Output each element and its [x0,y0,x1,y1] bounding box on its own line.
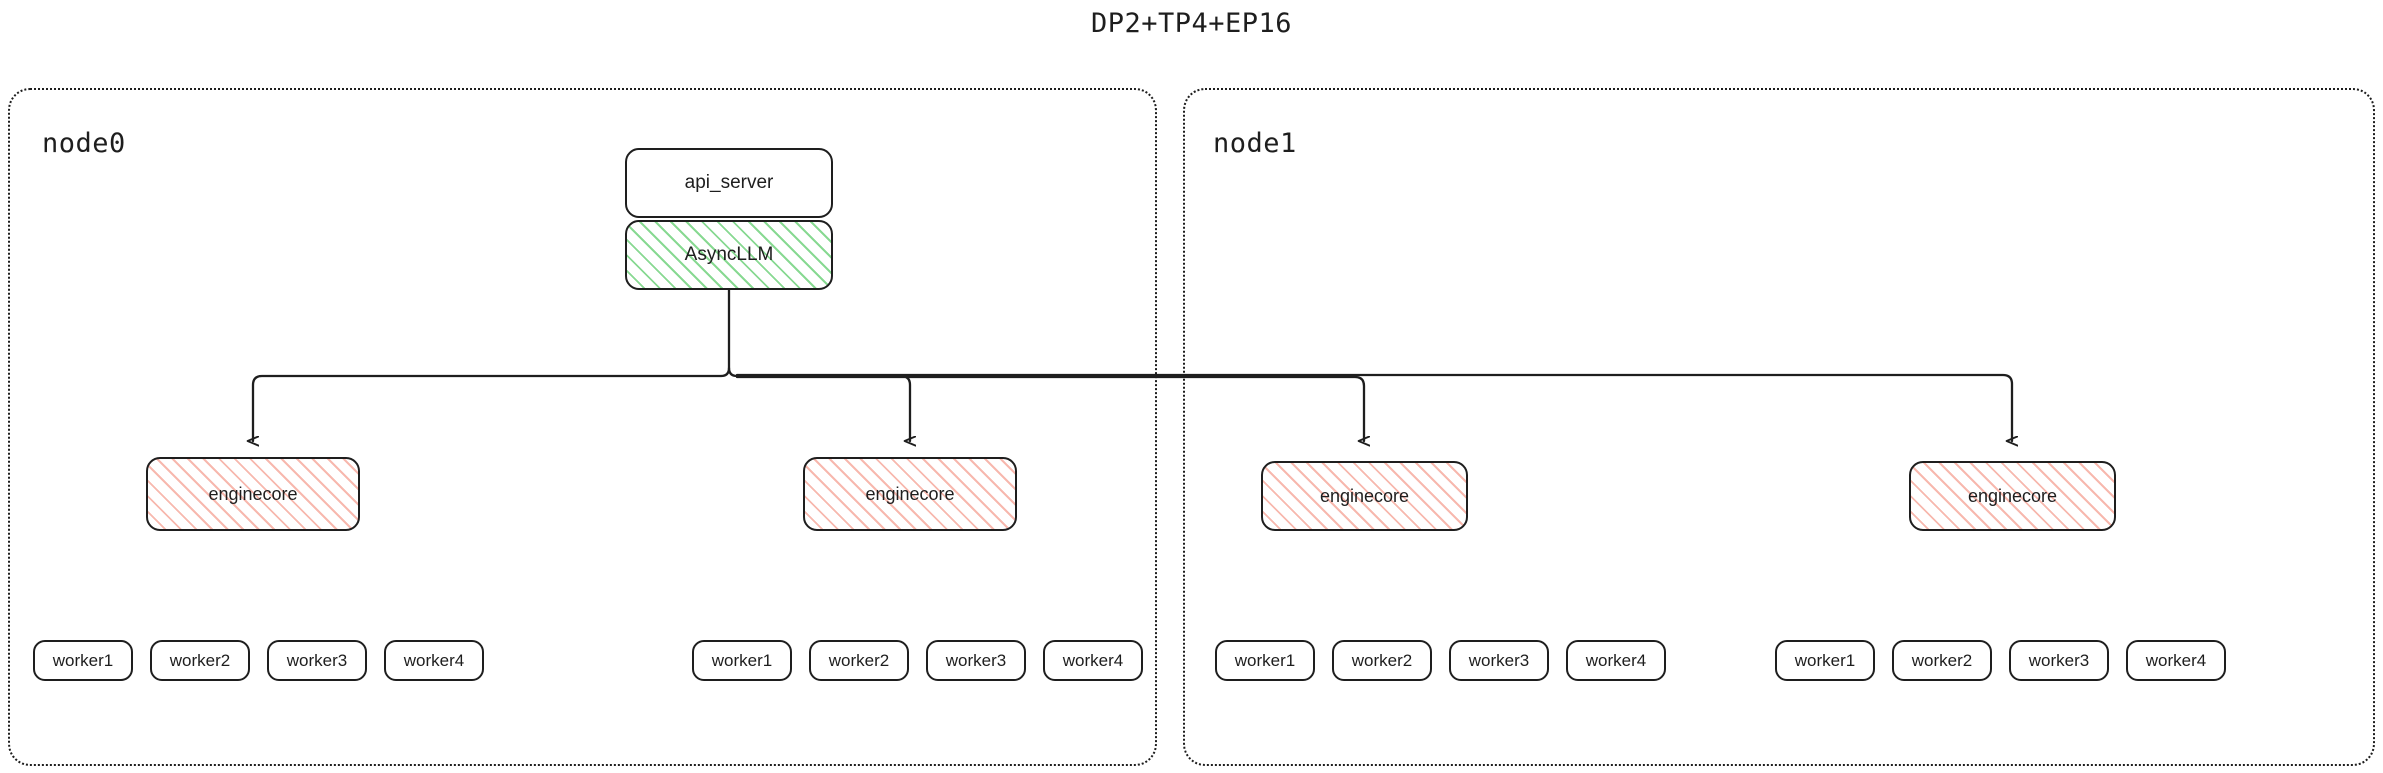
api-server-box[interactable]: api_server [625,148,833,218]
enginecore-box[interactable]: enginecore [1909,461,2116,531]
worker-box[interactable]: worker2 [809,640,909,681]
worker-box-label: worker2 [828,650,890,670]
worker-box[interactable]: worker4 [1566,640,1666,681]
worker-box-label: worker4 [1585,650,1647,670]
worker-box-label: worker1 [1234,650,1296,670]
worker-box[interactable]: worker3 [267,640,367,681]
diagram-title: DP2+TP4+EP16 [1090,8,1293,39]
enginecore-box[interactable]: enginecore [803,457,1017,531]
worker-box-label: worker1 [711,650,773,670]
node-label-node1: node1 [1213,128,1297,159]
worker-box[interactable]: worker3 [2009,640,2109,681]
enginecore-box-label: enginecore [1319,485,1410,506]
node-frame-node1 [1183,88,2375,766]
worker-box[interactable]: worker1 [1215,640,1315,681]
enginecore-box-label: enginecore [865,483,955,504]
enginecore-box-label: enginecore [208,483,298,504]
worker-box-label: worker4 [1062,650,1124,670]
enginecore-box[interactable]: enginecore [1261,461,1468,531]
worker-box-label: worker3 [2028,650,2090,670]
worker-box-label: worker2 [1911,650,1973,670]
edge-to-node1-enginecore-1 [735,373,2012,441]
worker-box[interactable]: worker1 [1775,640,1875,681]
enginecore-box[interactable]: enginecore [146,457,360,531]
edge-to-node1-enginecore-0 [735,375,1364,441]
asyncllm-box-label: AsyncLLM [684,244,774,265]
worker-box-label: worker1 [1794,650,1856,670]
api-server-box-label: api_server [684,172,774,193]
asyncllm-box[interactable]: AsyncLLM [625,220,833,290]
node-label-node0: node0 [42,128,126,159]
worker-box-label: worker3 [945,650,1007,670]
worker-box[interactable]: worker4 [2126,640,2226,681]
node-frame-node0 [8,88,1157,766]
edge-trunk-left-join [719,366,731,378]
worker-box[interactable]: worker1 [33,640,133,681]
worker-box-label: worker4 [403,650,465,670]
worker-box[interactable]: worker4 [384,640,484,681]
worker-box[interactable]: worker3 [1449,640,1549,681]
worker-box[interactable]: worker2 [1332,640,1432,681]
worker-box-label: worker4 [2145,650,2207,670]
worker-box-label: worker3 [1468,650,1530,670]
worker-box-label: worker2 [169,650,231,670]
worker-box[interactable]: worker4 [1043,640,1143,681]
enginecore-box-label: enginecore [1967,485,2058,506]
worker-box[interactable]: worker1 [692,640,792,681]
worker-box-label: worker1 [52,650,114,670]
worker-box[interactable]: worker2 [1892,640,1992,681]
worker-box-label: worker2 [1351,650,1413,670]
worker-box[interactable]: worker2 [150,640,250,681]
worker-box[interactable]: worker3 [926,640,1026,681]
worker-box-label: worker3 [286,650,348,670]
edge-to-node0-enginecore-0 [253,374,723,441]
